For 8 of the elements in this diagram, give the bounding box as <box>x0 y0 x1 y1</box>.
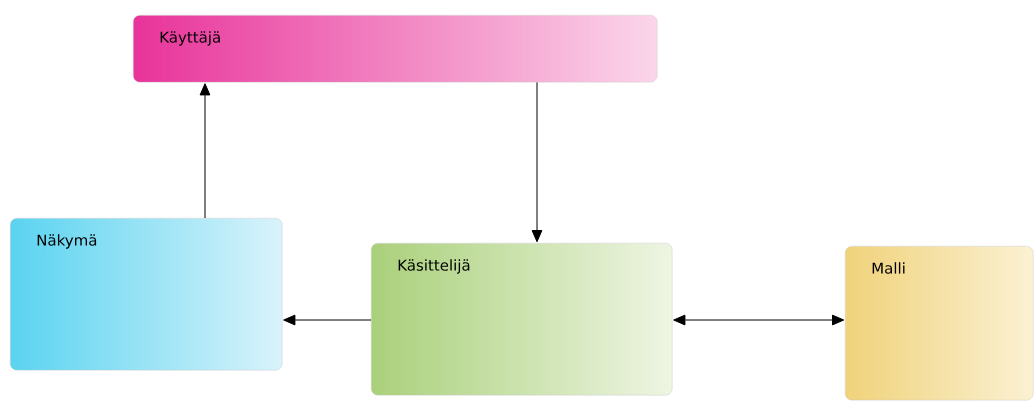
process-box: Malli <box>845 246 1034 401</box>
arrow <box>673 314 845 326</box>
arrow <box>283 314 372 326</box>
process-box: Käyttäjä <box>133 15 658 83</box>
process-box: Käsittelijä <box>371 243 673 396</box>
process-box: Näkymä <box>10 218 283 371</box>
arrow <box>531 81 543 243</box>
arrow <box>199 83 211 219</box>
